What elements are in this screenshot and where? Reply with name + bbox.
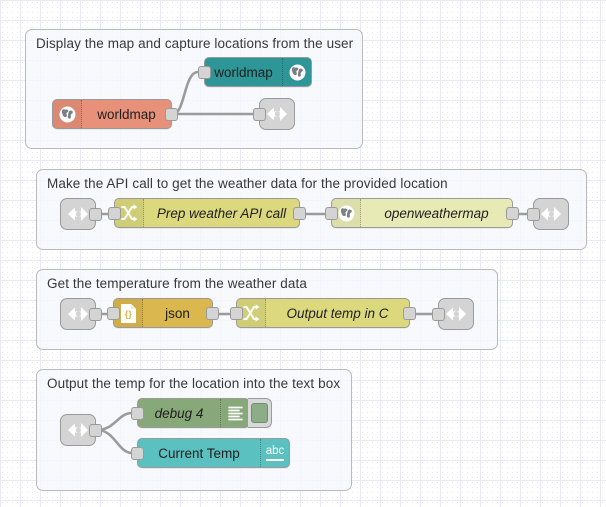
- node-output-port[interactable]: [206, 306, 219, 320]
- group-title: Output the temp for the location into th…: [47, 376, 341, 391]
- group-title: Make the API call to get the weather dat…: [47, 176, 448, 191]
- node-output-port[interactable]: [506, 206, 519, 220]
- link-in-icon: [66, 419, 90, 441]
- flow-node[interactable]: worldmap: [198, 57, 312, 87]
- node-label: worldmap: [97, 106, 156, 122]
- node-input-port[interactable]: [108, 206, 121, 220]
- flow-node[interactable]: Output temp in C: [230, 298, 416, 328]
- node-input-port[interactable]: [527, 207, 540, 221]
- node-label: json: [165, 305, 190, 321]
- node-output-port[interactable]: [293, 206, 306, 220]
- change-icon: [119, 203, 139, 223]
- globe-icon: [337, 204, 356, 223]
- node-label: debug 4: [154, 405, 204, 421]
- node-label: Current Temp: [158, 445, 240, 461]
- link-out-icon: [444, 303, 468, 325]
- abc-text-icon: abc: [265, 445, 285, 461]
- flow-node[interactable]: [253, 98, 295, 130]
- flow-node[interactable]: [432, 298, 474, 330]
- flow-node[interactable]: [60, 298, 102, 330]
- node-output-port[interactable]: [403, 306, 416, 320]
- abc-text-icon-label: abc: [265, 445, 285, 461]
- flow-node[interactable]: debug 4: [131, 398, 272, 428]
- node-icon-slot: [220, 399, 249, 427]
- flow-node[interactable]: Prep weather API call: [108, 198, 306, 228]
- flow-node[interactable]: {} json: [107, 298, 219, 328]
- node-output-port[interactable]: [89, 423, 102, 437]
- node-label: Prep weather API call: [156, 205, 287, 221]
- node-icon-slot: abc: [260, 439, 289, 467]
- node-input-port[interactable]: [325, 206, 338, 220]
- globe-icon: [288, 63, 307, 82]
- debug-enable-toggle[interactable]: [248, 398, 272, 428]
- node-output-port[interactable]: [89, 207, 102, 221]
- flow-group[interactable]: Output the temp for the location into th…: [36, 369, 352, 491]
- flow-node[interactable]: [60, 414, 102, 446]
- node-icon-slot: [53, 100, 82, 128]
- node-input-port[interactable]: [107, 306, 120, 320]
- link-in-icon: [66, 303, 90, 325]
- node-icon-slot: [332, 199, 361, 227]
- flow-node[interactable]: worldmap: [52, 99, 178, 129]
- debug-lines-icon: [227, 405, 244, 422]
- json-document-icon: {}: [119, 303, 138, 324]
- debug-toggle-indicator: [251, 403, 268, 423]
- link-in-icon: [66, 203, 90, 225]
- globe-icon: [58, 105, 77, 124]
- flow-node[interactable]: [527, 198, 569, 230]
- link-out-icon: [265, 103, 289, 125]
- node-label: Output temp in C: [286, 305, 389, 321]
- group-title: Get the temperature from the weather dat…: [47, 276, 307, 291]
- node-input-port[interactable]: [131, 446, 144, 460]
- node-icon-slot: [282, 58, 311, 86]
- node-output-port[interactable]: [165, 107, 178, 121]
- node-input-port[interactable]: [432, 307, 445, 321]
- flow-node[interactable]: [60, 198, 102, 230]
- node-label: openweathermap: [384, 205, 489, 221]
- node-output-port[interactable]: [89, 307, 102, 321]
- node-input-port[interactable]: [131, 406, 144, 420]
- link-out-icon: [539, 203, 563, 225]
- flow-node[interactable]: openweathermap: [325, 198, 519, 228]
- flow-group[interactable]: Display the map and capture locations fr…: [25, 29, 363, 149]
- node-input-port[interactable]: [253, 107, 266, 121]
- flow-node[interactable]: Current Temp abc: [131, 438, 290, 468]
- svg-text:{}: {}: [124, 309, 132, 320]
- node-icon-slot: [237, 299, 266, 327]
- node-input-port[interactable]: [198, 65, 211, 79]
- node-label: worldmap: [214, 64, 273, 80]
- node-input-port[interactable]: [230, 306, 243, 320]
- change-icon: [241, 303, 261, 323]
- group-title: Display the map and capture locations fr…: [36, 36, 354, 51]
